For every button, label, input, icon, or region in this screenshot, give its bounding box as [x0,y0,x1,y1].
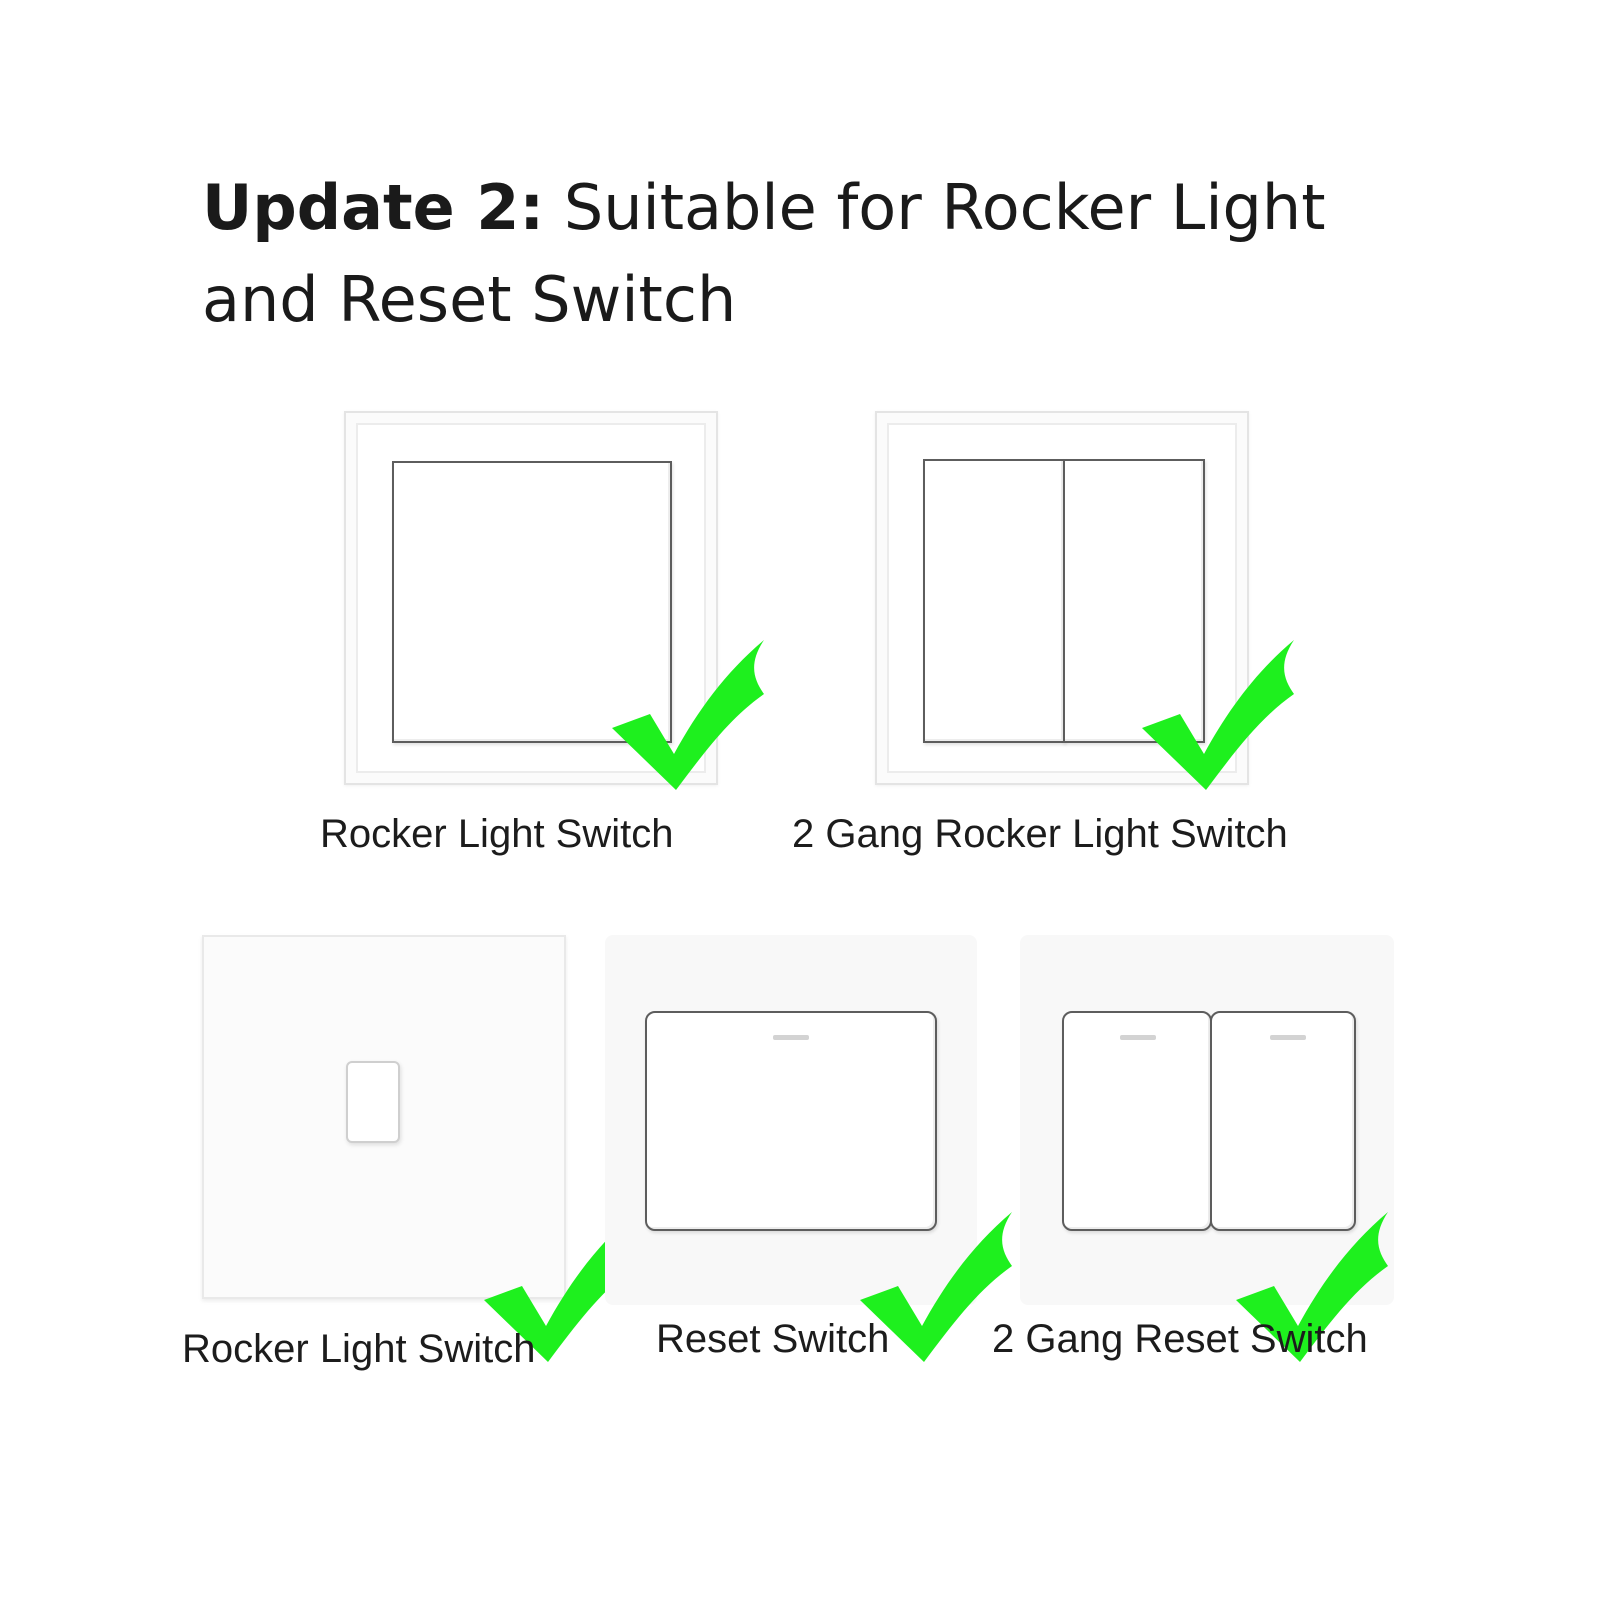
switch-label: Reset Switch [656,1317,890,1361]
page-title: Update 2: Suitable for Rocker Light and … [202,162,1442,346]
rocker-paddle [392,461,672,743]
rocker-light-switch-image [344,411,718,785]
two-gang-rocker-switch-image [875,411,1249,785]
toggle-lever [346,1061,400,1143]
indicator-light [1120,1035,1156,1040]
check-mark-icon [1236,1212,1388,1362]
check-mark-icon [612,640,764,790]
indicator-light [1270,1035,1306,1040]
headline-text: Suitable for Rocker Light and Reset Swit… [202,171,1326,336]
rocker-paddle-right [1063,459,1205,743]
switch-label: Rocker Light Switch [320,812,674,856]
rocker-light-switch-flat-image [202,935,566,1299]
reset-paddle-right [1210,1011,1356,1231]
switch-label: Rocker Light Switch [182,1327,536,1371]
switch-label: 2 Gang Rocker Light Switch [792,812,1288,856]
check-mark-icon [1142,640,1294,790]
two-gang-reset-switch-image [1020,935,1394,1305]
rocker-paddle-left [923,459,1065,743]
indicator-light [773,1035,809,1040]
reset-paddle [645,1011,937,1231]
check-mark-icon [484,1212,636,1362]
switch-label: 2 Gang Reset Switch [992,1317,1368,1361]
reset-switch-image [605,935,977,1305]
update-label: Update 2: [202,171,545,244]
check-mark-icon [860,1212,1012,1362]
reset-paddle-left [1062,1011,1212,1231]
